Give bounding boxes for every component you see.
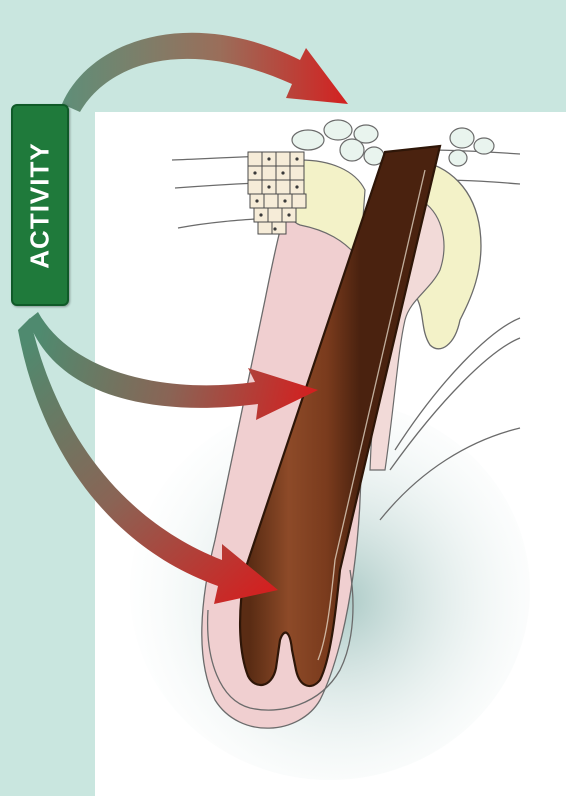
activity-badge: ACTIVITY (11, 104, 69, 306)
arrow-to-skin-surface (62, 33, 348, 112)
activity-label: ACTIVITY (25, 142, 56, 268)
